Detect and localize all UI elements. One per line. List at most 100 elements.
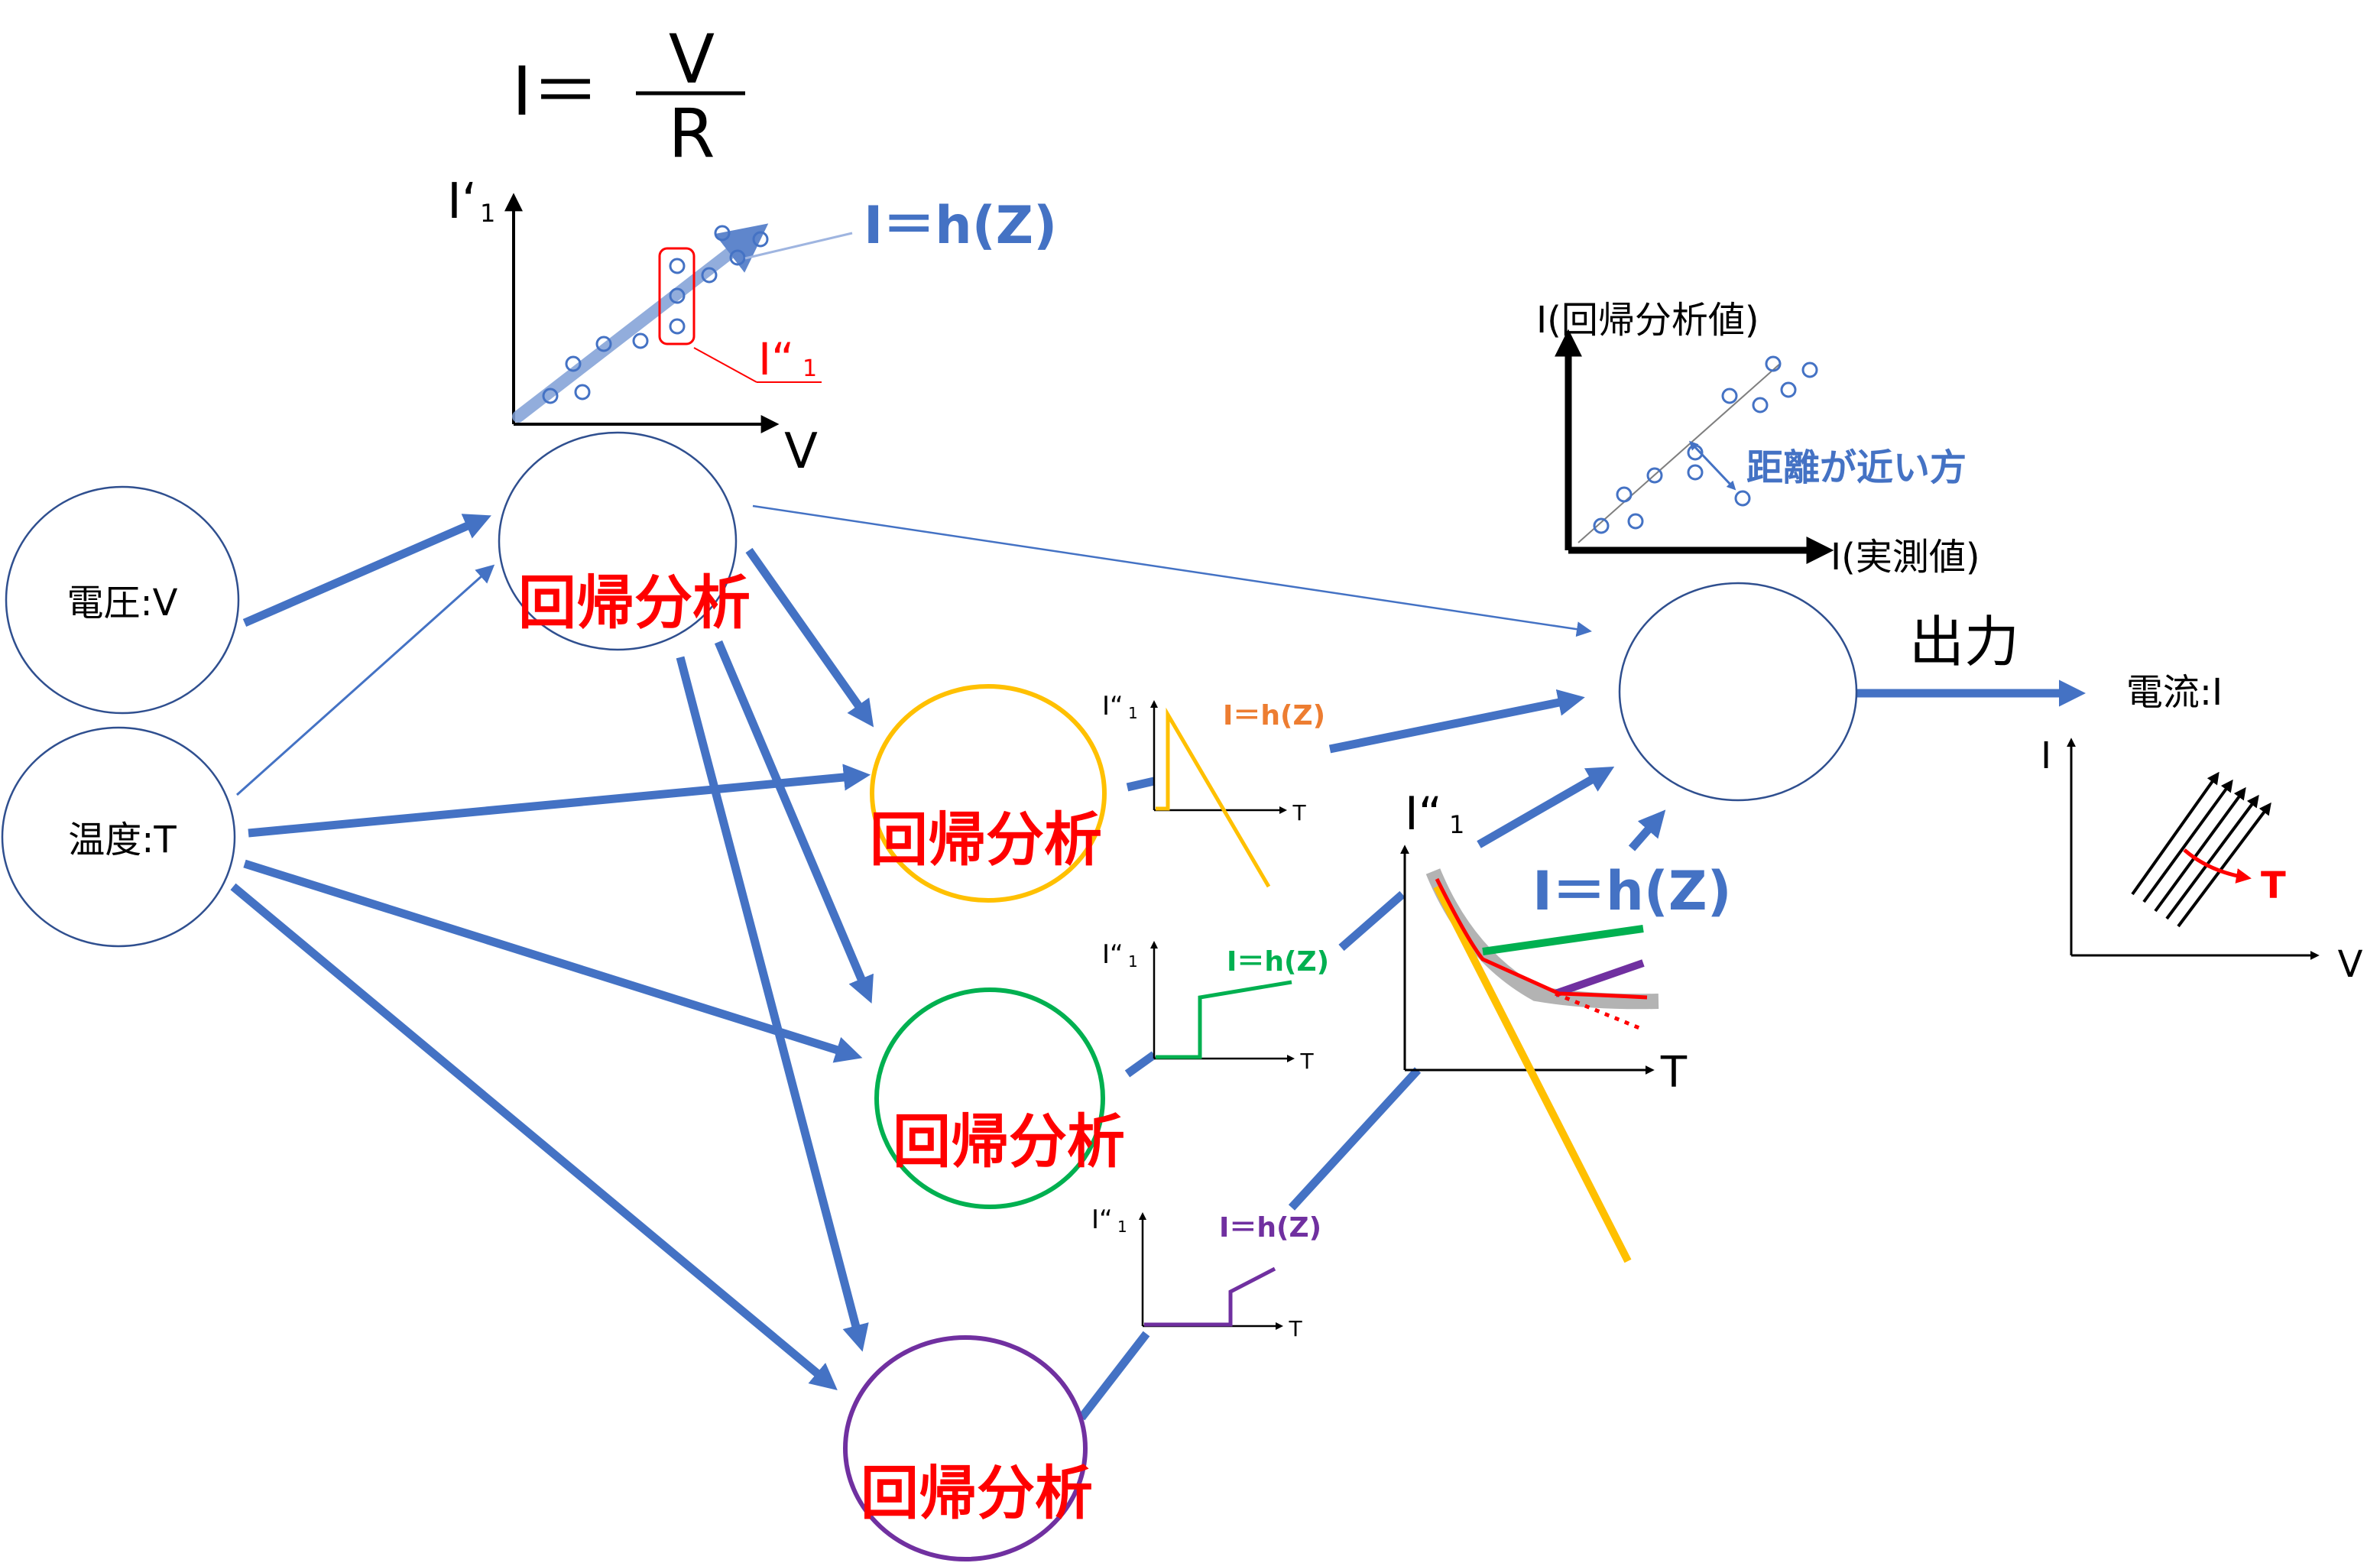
eval-data-points xyxy=(1593,355,1818,534)
data-point xyxy=(632,332,649,349)
yellow-regression-label: 回帰分析 xyxy=(870,806,1102,874)
data-point xyxy=(752,231,769,248)
top-graph-y-sub: 1 xyxy=(480,199,495,228)
combined-graph: I“ 1 T I＝h(Z) xyxy=(1400,787,1732,1263)
iv-curve xyxy=(2131,771,2219,896)
data-point xyxy=(1627,513,1644,530)
iv-temp-label: T xyxy=(2261,864,2286,907)
purple-sub-graph: I“ 1 T I＝h(Z) xyxy=(1091,1205,1321,1341)
data-point xyxy=(669,287,686,304)
green-regression-node: 回帰分析 xyxy=(874,987,1125,1209)
purple-curve xyxy=(1144,1266,1276,1327)
arrow-model-to-output xyxy=(1628,809,1666,851)
top-model-label: I＝h(Z) xyxy=(864,196,1057,256)
link-yellow-to-subgraph xyxy=(1126,777,1156,792)
output-node xyxy=(1618,582,1858,802)
outlier-sub: 1 xyxy=(803,355,817,382)
top-fit-line xyxy=(512,223,769,423)
model-pointer xyxy=(744,232,853,260)
combined-red-curve xyxy=(1435,877,1648,1000)
purple-regression-label: 回帰分析 xyxy=(861,1459,1093,1527)
yellow-graph-y-label: I“ xyxy=(1102,691,1124,722)
eval-note: 距離が近い方 xyxy=(1746,446,1967,489)
top-graph-x-label: V xyxy=(784,423,818,480)
data-point xyxy=(595,336,612,352)
eval-graph-y-label: I(回帰分析値) xyxy=(1536,299,1759,342)
data-point xyxy=(1780,381,1797,398)
arrow-yellow-to-output xyxy=(1328,689,1585,754)
formula-numerator: V xyxy=(669,20,715,99)
data-point xyxy=(1616,486,1633,503)
ohms-law-formula: I＝ V R xyxy=(512,20,745,173)
main-regression-node: 回帰分析 xyxy=(498,431,751,651)
arrow-main-to-yellow xyxy=(745,547,874,728)
purple-model-label: I＝h(Z) xyxy=(1219,1212,1321,1244)
combined-graph-y-sub: 1 xyxy=(1449,810,1464,839)
purple-graph-y-label: I“ xyxy=(1091,1205,1113,1235)
iv-temp-arrow xyxy=(2183,848,2252,884)
link-purple-to-subgraph xyxy=(1078,1331,1150,1421)
main-regression-label: 回帰分析 xyxy=(518,569,751,637)
yellow-regression-node: 回帰分析 xyxy=(870,684,1107,903)
data-point xyxy=(565,355,582,372)
iv-graph-y-label: I xyxy=(2041,734,2051,777)
green-sub-graph: I“ 1 T I＝h(Z) xyxy=(1102,939,1329,1074)
formula-denominator: R xyxy=(668,94,715,173)
data-point xyxy=(714,225,731,242)
eval-graph-x-label: I(実測値) xyxy=(1830,536,1980,579)
data-point xyxy=(1765,355,1782,372)
data-point xyxy=(1721,388,1738,404)
data-point xyxy=(669,258,686,274)
flow-arrows xyxy=(230,504,2087,1421)
data-point xyxy=(542,388,559,404)
green-graph-x-label: T xyxy=(1299,1049,1314,1074)
iv-curve xyxy=(2142,779,2233,903)
top-scatter-graph: I‘ 1 V I“ 1 I＝h(Z) xyxy=(447,173,1057,480)
green-model-label: I＝h(Z) xyxy=(1227,946,1329,978)
iv-curve xyxy=(2177,802,2271,928)
voltage-node: 電圧:V xyxy=(5,485,240,715)
iv-graph: I V T xyxy=(2041,734,2363,986)
arrow-main-to-purple xyxy=(676,656,869,1352)
current-label: 電流:I xyxy=(2126,671,2223,714)
iv-curves xyxy=(2131,771,2271,928)
yellow-graph-y-sub: 1 xyxy=(1128,704,1138,722)
combined-green-line xyxy=(1482,925,1644,955)
link-green-model-to-combined xyxy=(1338,890,1406,952)
green-curve xyxy=(1156,980,1292,1059)
output-label: 出力 xyxy=(1909,610,2019,674)
green-regression-label: 回帰分析 xyxy=(893,1107,1125,1175)
combined-purple-line xyxy=(1554,959,1645,997)
arrow-temp-to-yellow xyxy=(248,764,871,838)
outlier-leader xyxy=(693,347,757,383)
purple-graph-y-sub: 1 xyxy=(1117,1218,1127,1236)
arrow-temp-to-purple xyxy=(230,883,838,1391)
combined-graph-y-label: I“ xyxy=(1405,787,1442,841)
data-point xyxy=(1752,397,1769,413)
arrow-temp-to-green xyxy=(243,859,863,1063)
outlier-label: I“ xyxy=(758,333,794,385)
data-point xyxy=(1687,464,1704,481)
arrow-main-to-green xyxy=(714,640,874,1004)
link-green-to-subgraph xyxy=(1124,1051,1157,1078)
temperature-node: 温度:T xyxy=(1,726,236,948)
data-point xyxy=(574,384,591,400)
arrow-main-to-output xyxy=(752,504,1592,637)
formula-lhs: I＝ xyxy=(512,52,599,131)
iv-curve xyxy=(2154,786,2246,913)
purple-regression-node: 回帰分析 xyxy=(843,1335,1093,1561)
voltage-label: 電圧:V xyxy=(66,582,177,624)
yellow-curve xyxy=(1156,707,1271,888)
purple-graph-x-label: T xyxy=(1288,1316,1302,1341)
green-graph-y-sub: 1 xyxy=(1128,952,1138,971)
arrow-temp-to-main xyxy=(236,564,495,796)
yellow-graph-x-label: T xyxy=(1292,800,1306,825)
distance-arrow xyxy=(1689,440,1736,491)
combined-graph-x-label: T xyxy=(1660,1048,1688,1098)
data-point xyxy=(701,267,718,284)
data-point xyxy=(669,318,686,335)
iv-curve xyxy=(2165,794,2259,920)
temperature-label: 温度:T xyxy=(68,819,177,861)
data-point xyxy=(1801,362,1818,378)
